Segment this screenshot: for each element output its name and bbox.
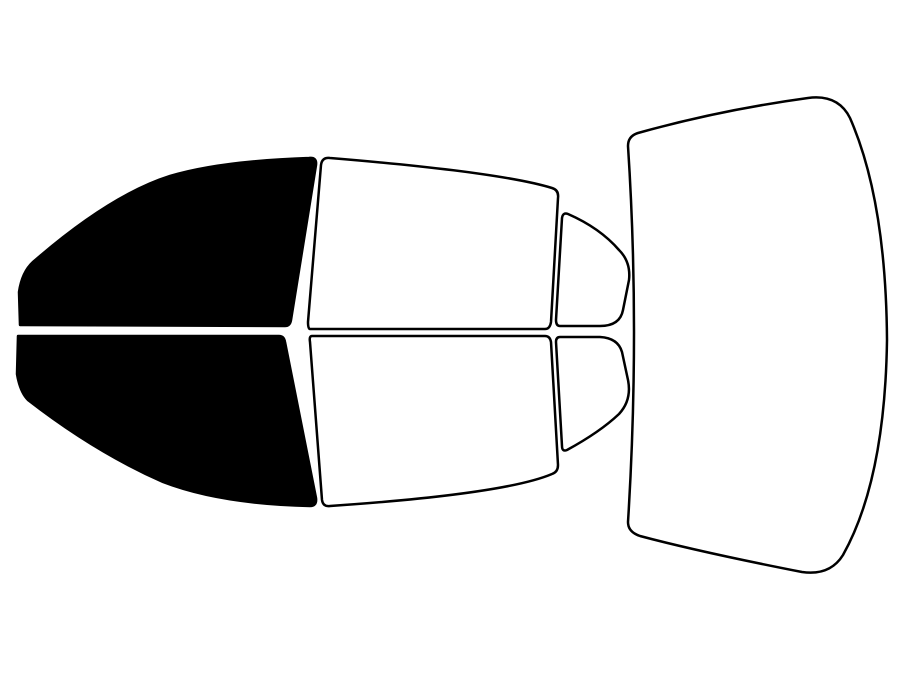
rear-passenger-window xyxy=(308,334,560,508)
rear-windshield xyxy=(626,96,889,574)
front-driver-window xyxy=(17,156,318,328)
rear-passenger-quarter-glass xyxy=(554,335,631,452)
rear-driver-quarter-glass xyxy=(554,212,631,328)
rear-driver-window xyxy=(306,156,560,331)
front-passenger-window xyxy=(15,334,318,508)
